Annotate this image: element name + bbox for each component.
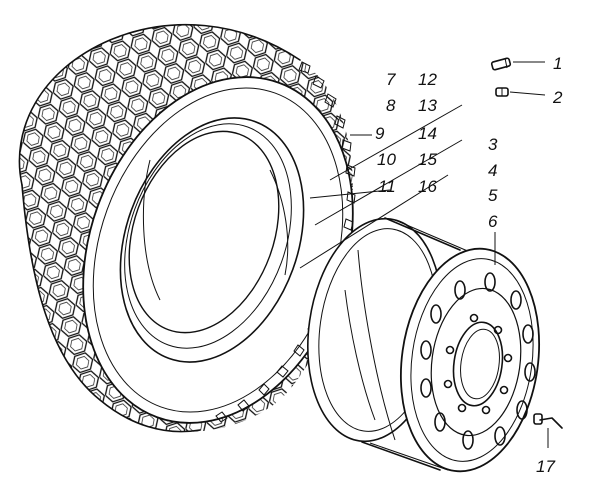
leader-lines: [299, 61, 549, 448]
callout-15: 15: [418, 150, 437, 169]
callout-14: 14: [418, 124, 437, 143]
callout-5: 5: [488, 186, 498, 205]
callout-11: 11: [378, 177, 396, 196]
callout-2: 2: [552, 88, 563, 107]
callout-10: 10: [377, 150, 396, 169]
callout-13: 13: [418, 96, 437, 115]
wheel-rim: [307, 217, 541, 473]
callout-3: 3: [488, 135, 498, 154]
callout-7: 7: [386, 70, 396, 89]
callout-8: 8: [386, 96, 396, 115]
valve-cap: [490, 57, 512, 71]
callout-1: 1: [553, 54, 562, 73]
tire-sidewall: [82, 76, 354, 424]
callout-9: 9: [375, 124, 385, 143]
callout-6: 6: [488, 212, 498, 231]
rim-vent-holes: [420, 272, 536, 450]
tire: [18, 23, 356, 433]
callout-4: 4: [488, 161, 497, 180]
callout-16: 16: [418, 177, 437, 196]
rim-stud-holes: [443, 313, 513, 415]
callout-17: 17: [536, 457, 555, 476]
valve-stem: [533, 413, 563, 429]
callout-labels: 1 2 3 4 5 6 7 8 9 10 11 12 13 14 15 16 1…: [375, 54, 563, 476]
valve-core: [495, 87, 509, 97]
callout-12: 12: [418, 70, 437, 89]
